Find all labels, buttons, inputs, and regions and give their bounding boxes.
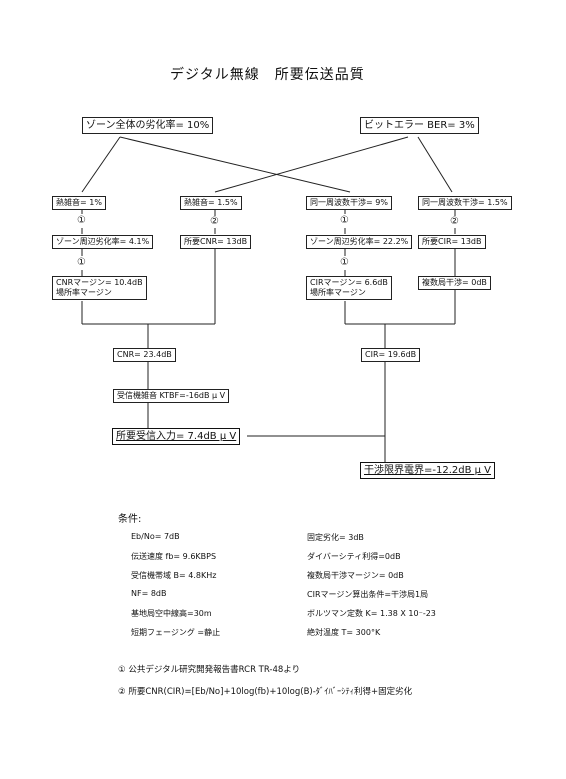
line-ber-cochan2 [417,136,453,193]
cond-right-4: ボルツマン定数 K= 1.38 X 10⁻-23 [307,609,436,618]
receiver-noise-box: 受信機雑音 KTBF=-16dB μ V [113,389,230,403]
page-title: デジタル無線 所要伝送品質 [170,67,365,83]
cond-left-3: NF= 8dB [131,589,167,598]
line-zone-cochan1 [119,136,351,193]
cond-left-2: 受信機帯域 B= 4.8KHz [131,571,217,580]
footnote-1: ① 公共デジタル研究開発報告書RCR TR-48より [118,665,301,675]
zone-degradation-box: ゾーン全体の劣化率= 10% [82,117,214,134]
ber-box: ビットエラー BER= 3% [360,117,479,134]
cond-right-5: 絶対温度 T= 300°K [307,628,381,637]
cond-left-4: 基地局空中線高=30m [131,609,212,618]
cir-margin-box: CIRマージン= 6.6dB 場所率マージン [306,276,392,300]
cochannel-2-box: 同一周波数干渉= 1.5% [418,196,512,210]
thermal-noise-2-box: 熱雑音= 1.5% [180,196,242,210]
mark-2-col4: ② [450,216,459,227]
mark-1-col1: ① [77,215,86,226]
required-input-box: 所要受信入力= 7.4dB μ V [112,428,241,445]
cond-right-1: ダイバーシティ利得=0dB [307,552,401,561]
required-cir-box: 所要CIR= 13dB [418,235,486,249]
cond-right-0: 固定劣化= 3dB [307,533,364,542]
conditions-heading: 条件: [118,514,142,525]
interference-limit-box: 干渉限界電界=-12.2dB μ V [360,462,496,479]
zone-edge-degradation-1-box: ゾーン周辺劣化率= 4.1% [52,235,154,249]
cond-left-5: 短期フェージング =静止 [131,628,221,637]
cnr-box: CNR= 23.4dB [113,348,176,362]
thermal-noise-1-box: 熱雑音= 1% [52,196,106,210]
cnr-margin-box: CNRマージン= 10.4dB 場所率マージン [52,276,147,300]
cochannel-1-box: 同一周波数干渉= 9% [306,196,392,210]
footnote-2: ② 所要CNR(CIR)=[Eb/No]+10log(fb)+10log(B)-… [118,687,413,697]
cond-left-1: 伝送速度 fb= 9.6KBPS [131,552,217,561]
zone-edge-degradation-2-box: ゾーン周辺劣化率= 22.2% [306,235,413,249]
mark-2-col2: ② [210,216,219,227]
line-ber-thermal2 [214,136,409,193]
multi-station-interference-box: 複数局干渉= 0dB [418,276,491,290]
cond-right-2: 複数局干渉マージン= 0dB [307,571,404,580]
required-cnr-box: 所要CNR= 13dB [180,235,252,249]
mark-1-col1b: ① [77,257,86,268]
line-zone-thermal1 [81,136,121,193]
cir-box: CIR= 19.6dB [361,348,421,362]
cond-left-0: Eb/No= 7dB [131,532,180,541]
mark-1-col3b: ① [340,257,349,268]
cond-right-3: CIRマージン算出条件=干渉局1局 [307,590,429,599]
mark-1-col3: ① [340,215,349,226]
